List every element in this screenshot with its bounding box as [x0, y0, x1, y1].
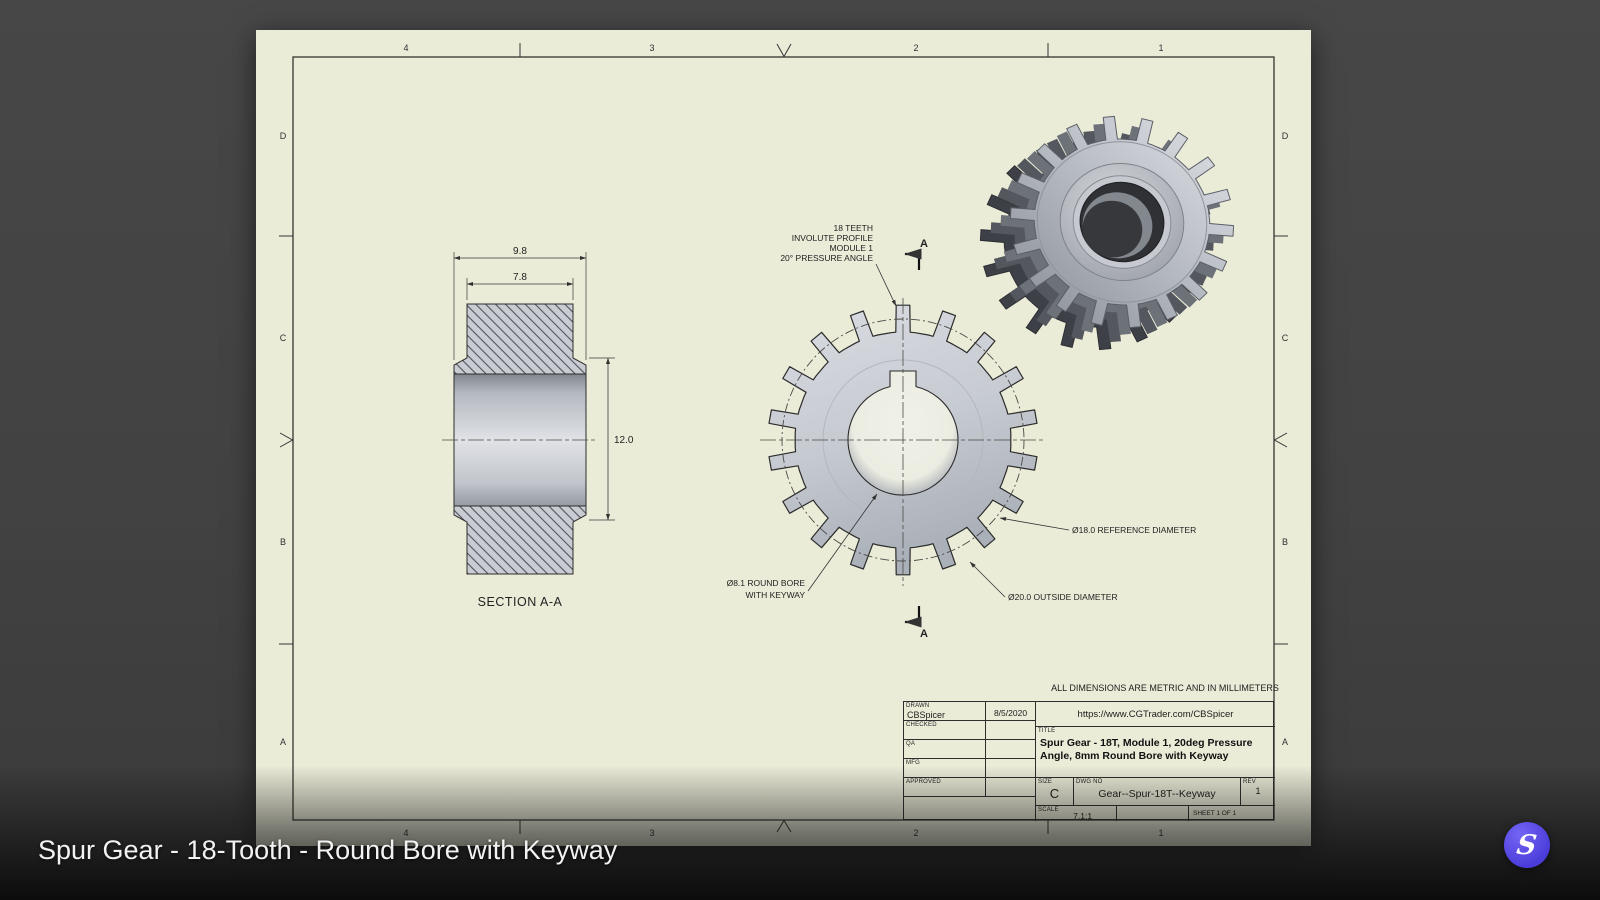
section-hatch-bottom — [453, 505, 587, 575]
dim-outer-width: 9.8 — [453, 246, 587, 360]
cell-qa-date — [986, 740, 1036, 759]
callout-reference-diameter: Ø18.0 REFERENCE DIAMETER — [999, 517, 1196, 535]
callout-bore: Ø8.1 ROUND BORE WITH KEYWAY — [727, 493, 878, 600]
zone-label-right-b: B — [1282, 537, 1288, 547]
svg-text:WITH KEYWAY: WITH KEYWAY — [746, 590, 806, 600]
section-cut-marker-top: A — [904, 238, 928, 270]
cell-dwg-no: DWG NO Gear--Spur-18T--Keyway — [1074, 778, 1241, 806]
section-view: 9.8 7.8 12.0 SECTION A-A — [442, 246, 634, 609]
cell-scale-spare — [1117, 806, 1189, 821]
cell-url: https://www.CGTrader.com/CBSpicer — [1036, 702, 1275, 727]
callout-outside-diameter: Ø20.0 OUTSIDE DIAMETER — [969, 561, 1118, 602]
units-note: ALL DIMENSIONS ARE METRIC AND IN MILLIME… — [1051, 683, 1279, 693]
scale-value: 7.1:1 — [1073, 811, 1093, 821]
dim-text-face-width: 7.8 — [513, 272, 527, 283]
checked-label: CHECKED — [906, 722, 937, 728]
zone-label-right-a: A — [1282, 737, 1288, 747]
rev-value: 1 — [1255, 786, 1261, 796]
gear-3d-view — [979, 115, 1235, 351]
svg-text:Ø20.0 OUTSIDE DIAMETER: Ø20.0 OUTSIDE DIAMETER — [1008, 592, 1118, 602]
zone-label-left-c: C — [280, 333, 287, 343]
zone-label-top-1: 1 — [1158, 43, 1163, 53]
cell-drawn: DRAWN CBSpicer — [904, 702, 986, 721]
dim-face-width: 7.8 — [466, 272, 574, 300]
center-arrow-top — [776, 43, 792, 58]
svg-text:18 TEETH: 18 TEETH — [833, 223, 873, 233]
cell-rev: REV 1 — [1241, 778, 1275, 806]
author-url: https://www.CGTrader.com/CBSpicer — [1077, 708, 1234, 720]
approved-label: APPROVED — [906, 779, 941, 785]
center-arrow-right — [1273, 432, 1288, 448]
teeth-note: 18 TEETH INVOLUTE PROFILE MODULE 1 20° P… — [780, 223, 897, 307]
zone-label-left-b: B — [280, 537, 286, 547]
drawing-title: Spur Gear - 18T, Module 1, 20deg Pressur… — [1040, 737, 1253, 762]
front-view: 18 TEETH INVOLUTE PROFILE MODULE 1 20° P… — [727, 223, 1197, 640]
title-label: TITLE — [1038, 728, 1056, 734]
cell-left-spare — [904, 797, 1036, 821]
size-label: SIZE — [1038, 779, 1053, 785]
drawn-date: 8/5/2020 — [993, 708, 1028, 718]
cell-checked: CHECKED — [904, 721, 986, 740]
svg-text:20° PRESSURE ANGLE: 20° PRESSURE ANGLE — [780, 253, 873, 263]
dwg-no-value: Gear--Spur-18T--Keyway — [1098, 788, 1216, 800]
zone-label-right-c: C — [1282, 333, 1289, 343]
cell-mfg-date — [986, 759, 1036, 778]
brand-logo-letter: S — [1515, 829, 1539, 861]
cell-checked-date — [986, 721, 1036, 740]
zone-label-top-3: 3 — [649, 43, 654, 53]
cell-mfg: MFG — [904, 759, 986, 778]
scale-label: SCALE — [1038, 807, 1059, 813]
svg-text:Ø18.0 REFERENCE DIAMETER: Ø18.0 REFERENCE DIAMETER — [1072, 525, 1196, 535]
cell-title: TITLE Spur Gear - 18T, Module 1, 20deg P… — [1036, 727, 1275, 778]
dim-hub-height: 12.0 — [589, 357, 634, 521]
cell-approved: APPROVED — [904, 778, 986, 797]
rev-label: REV — [1243, 779, 1256, 785]
caption-title: Spur Gear - 18-Tooth - Round Bore with K… — [38, 835, 618, 865]
zone-label-bottom-1: 1 — [1158, 828, 1163, 838]
section-view-label: SECTION A-A — [478, 595, 563, 609]
qa-label: QA — [906, 741, 916, 747]
drawn-label: DRAWN — [906, 703, 930, 709]
cell-qa: QA — [904, 740, 986, 759]
cell-drawn-date: 8/5/2020 — [986, 702, 1036, 721]
cell-approved-date — [986, 778, 1036, 797]
dim-text-hub-height: 12.0 — [614, 435, 634, 446]
section-cut-marker-bottom: A — [904, 606, 928, 640]
svg-text:A: A — [920, 238, 928, 250]
title-block: DRAWN CBSpicer 8/5/2020 CHECKED QA MFG A… — [903, 701, 1275, 821]
cell-size: SIZE C — [1036, 778, 1074, 806]
center-arrow-left — [279, 432, 294, 448]
svg-text:Ø8.1 ROUND BORE: Ø8.1 ROUND BORE — [727, 578, 806, 588]
zone-label-right-d: D — [1282, 131, 1289, 141]
sheet-value: SHEET 1 OF 1 — [1193, 810, 1237, 817]
dim-text-outer-width: 9.8 — [513, 246, 527, 257]
drawing-svg: 4 3 2 1 4 3 2 1 D C B A D C B A — [279, 43, 1289, 838]
dwg-no-label: DWG NO — [1076, 779, 1103, 785]
size-value: C — [1049, 786, 1060, 801]
cell-scale: SCALE 7.1:1 — [1036, 806, 1117, 821]
zone-label-bottom-3: 3 — [649, 828, 654, 838]
svg-text:INVOLUTE PROFILE: INVOLUTE PROFILE — [792, 233, 874, 243]
drawing-sheet: 4 3 2 1 4 3 2 1 D C B A D C B A — [256, 30, 1311, 846]
zone-label-left-d: D — [280, 131, 287, 141]
mfg-label: MFG — [906, 760, 920, 766]
svg-text:A: A — [920, 628, 928, 640]
zone-label-top-2: 2 — [913, 43, 918, 53]
brand-logo: S — [1504, 822, 1550, 868]
cell-sheet: SHEET 1 OF 1 — [1189, 806, 1275, 821]
section-hatch-top — [453, 303, 587, 375]
zone-label-bottom-2: 2 — [913, 828, 918, 838]
drawn-name: CBSpicer — [907, 710, 946, 720]
zone-label-left-a: A — [280, 737, 286, 747]
zone-label-top-4: 4 — [403, 43, 408, 53]
svg-text:MODULE 1: MODULE 1 — [830, 243, 874, 253]
center-arrow-bottom — [776, 819, 792, 833]
